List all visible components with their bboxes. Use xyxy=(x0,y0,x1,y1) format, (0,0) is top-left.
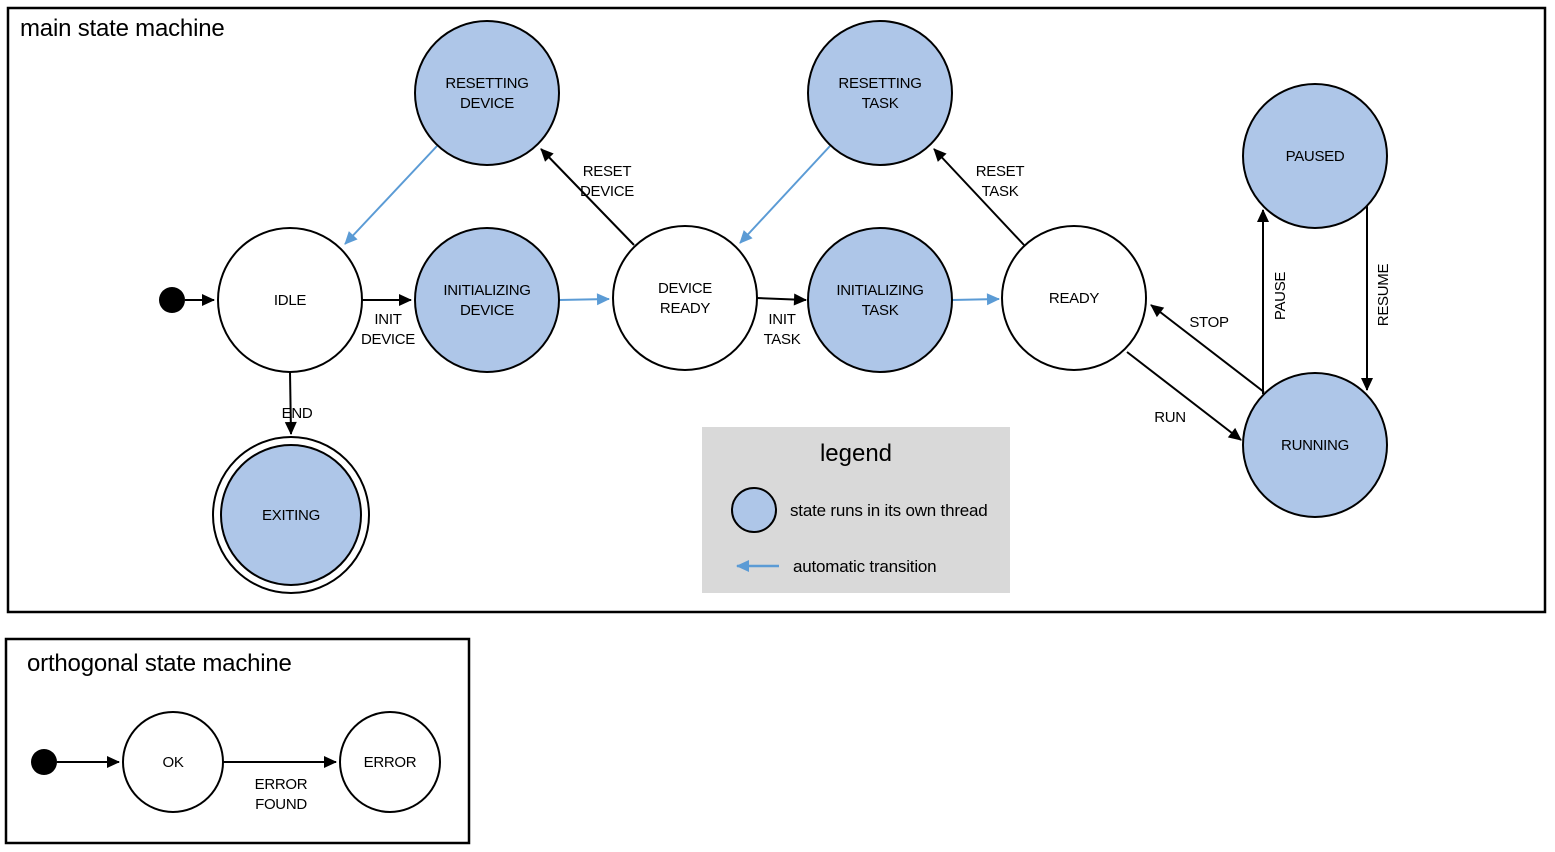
state-resetting-device-label-line1: RESETTING xyxy=(445,75,528,92)
label-error-found-line1: ERROR xyxy=(255,776,308,793)
label-resume: RESUME xyxy=(1375,264,1392,327)
state-idle: IDLE xyxy=(217,227,363,373)
state-error-circle xyxy=(339,711,441,813)
state-device-ready-label-line1: DEVICE xyxy=(658,280,712,297)
state-initializing-device-label-line1: INITIALIZING xyxy=(443,282,530,299)
state-running-circle xyxy=(1242,372,1388,518)
state-ok-label: OK xyxy=(162,754,183,771)
ortho-initial-state-dot xyxy=(31,749,57,775)
label-end: END xyxy=(282,405,313,422)
orthogonal-state-machine-group: orthogonal state machine ERROR FOUND OK … xyxy=(4,637,471,845)
state-initializing-device: INITIALIZING DEVICE xyxy=(414,227,560,373)
auto-transition-initializing-device-to-device-ready xyxy=(558,293,610,306)
state-paused-circle xyxy=(1242,83,1388,229)
label-init-task-line1: INIT xyxy=(768,311,795,328)
legend-thread-state-icon xyxy=(731,487,777,533)
state-exiting-final: EXITING xyxy=(212,436,370,594)
transition-init-task xyxy=(756,293,807,306)
transition-reset-task xyxy=(933,148,1025,246)
state-resetting-task-label-line1: RESETTING xyxy=(838,75,921,92)
state-resetting-task: RESETTING TASK xyxy=(807,20,953,166)
state-idle-circle xyxy=(217,227,363,373)
state-resetting-device-circle xyxy=(414,20,560,166)
state-device-ready-label-line2: READY xyxy=(660,300,710,317)
transition-run xyxy=(1126,351,1242,441)
legend: legend state runs in its own thread auto… xyxy=(702,427,1010,593)
label-reset-device-line1: RESET xyxy=(583,163,632,180)
state-ready-circle xyxy=(1001,225,1147,371)
state-initializing-device-circle xyxy=(414,227,560,373)
state-initializing-task-label-line2: TASK xyxy=(862,302,899,319)
transition-stop xyxy=(1150,304,1265,393)
transition-labels: INIT DEVICE RESET DEVICE INIT TASK RESET… xyxy=(282,163,1392,426)
label-reset-task-line2: TASK xyxy=(982,183,1019,200)
legend-thread-label: state runs in its own thread xyxy=(790,501,988,520)
state-running-label: RUNNING xyxy=(1281,437,1349,454)
label-pause: PAUSE xyxy=(1272,272,1289,321)
ortho-machine-title: orthogonal state machine xyxy=(27,650,292,677)
state-exiting-label: EXITING xyxy=(262,507,320,524)
state-exiting-inner-circle xyxy=(220,444,362,586)
state-resetting-task-label-line2: TASK xyxy=(862,95,899,112)
legend-title: legend xyxy=(820,440,892,467)
legend-auto-label: automatic transition xyxy=(793,557,936,576)
auto-transition-resetting-task-to-device-ready xyxy=(739,145,831,244)
label-stop: STOP xyxy=(1189,314,1229,331)
state-device-ready-circle xyxy=(612,225,758,371)
label-init-device-line2: DEVICE xyxy=(361,331,415,348)
state-error-label: ERROR xyxy=(364,754,417,771)
state-paused: PAUSED xyxy=(1242,83,1388,229)
initial-state-dot xyxy=(159,287,185,313)
state-ready: READY xyxy=(1001,225,1147,371)
state-ok-circle xyxy=(122,711,224,813)
transition-end xyxy=(284,371,297,435)
label-reset-device-line2: DEVICE xyxy=(580,183,634,200)
main-machine-title: main state machine xyxy=(20,15,225,42)
state-resetting-device: RESETTING DEVICE xyxy=(414,20,560,166)
state-device-ready: DEVICE READY xyxy=(612,225,758,371)
state-initializing-task: INITIALIZING TASK xyxy=(807,227,953,373)
state-ok: OK xyxy=(122,711,224,813)
label-init-task-line2: TASK xyxy=(764,331,801,348)
label-init-device-line1: INIT xyxy=(374,311,401,328)
state-idle-label: IDLE xyxy=(274,292,306,309)
auto-transition-initializing-task-to-ready xyxy=(951,293,1000,306)
transition-reset-device xyxy=(540,148,635,246)
state-paused-label: PAUSED xyxy=(1286,148,1345,165)
main-state-machine-group: main state machine INIT DEVICE RESET DEV… xyxy=(6,6,1547,614)
label-reset-task-line1: RESET xyxy=(976,163,1025,180)
state-resetting-device-label-line2: DEVICE xyxy=(460,95,514,112)
state-ready-label: READY xyxy=(1049,290,1099,307)
state-initializing-task-circle xyxy=(807,227,953,373)
state-running: RUNNING xyxy=(1242,372,1388,518)
auto-transition-resetting-device-to-idle xyxy=(344,145,438,245)
state-initializing-task-label-line1: INITIALIZING xyxy=(836,282,923,299)
label-run: RUN xyxy=(1154,409,1186,426)
state-error: ERROR xyxy=(339,711,441,813)
label-error-found-line2: FOUND xyxy=(255,796,307,813)
state-initializing-device-label-line2: DEVICE xyxy=(460,302,514,319)
state-resetting-task-circle xyxy=(807,20,953,166)
